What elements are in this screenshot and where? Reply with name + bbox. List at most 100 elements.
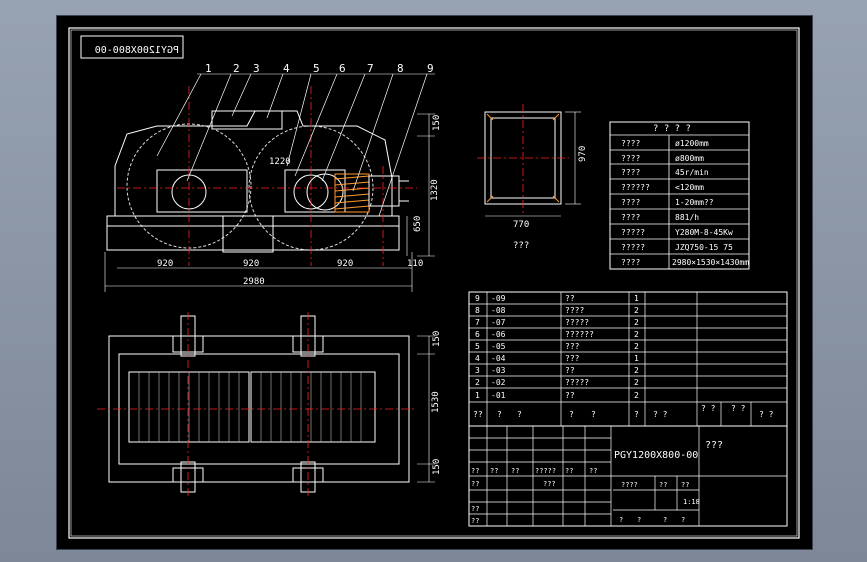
svg-text:??: ?? <box>471 517 479 525</box>
svg-text:9: 9 <box>475 294 480 303</box>
dim-920-b: 920 <box>243 259 259 269</box>
dim-1320: 1320 <box>430 179 440 201</box>
svg-text:? ?: ? ? <box>701 404 716 413</box>
balloon-1: 1 <box>205 62 212 75</box>
svg-text:2: 2 <box>634 391 639 400</box>
svg-text:????: ???? <box>565 306 584 315</box>
svg-text:?: ? <box>634 410 639 419</box>
drawing-canvas: PGY1200X800-00 <box>68 27 800 539</box>
svg-text:1: 1 <box>634 294 639 303</box>
svg-text:??: ?? <box>589 467 597 475</box>
svg-text:2: 2 <box>634 318 639 327</box>
svg-text:????: ???? <box>621 139 640 148</box>
svg-text:-07: -07 <box>491 318 506 327</box>
svg-text:??: ?? <box>565 467 573 475</box>
top-dimensions: 150 1530 150 <box>431 331 442 475</box>
svg-text:????: ???? <box>621 481 638 489</box>
svg-text:??: ?? <box>659 481 667 489</box>
svg-text:??: ?? <box>471 467 479 475</box>
svg-text:-03: -03 <box>491 366 506 375</box>
svg-text:?: ? <box>637 516 641 524</box>
svg-text:?: ? <box>681 516 685 524</box>
balloon-3: 3 <box>253 62 260 75</box>
balloon-7: 7 <box>367 62 374 75</box>
svg-text:4: 4 <box>475 354 480 363</box>
svg-text:?: ? <box>517 410 522 419</box>
svg-text:????: ???? <box>621 258 640 267</box>
drawing-code-box: PGY1200X800-00 <box>80 35 184 59</box>
parts-list: 9 -09 ?? 1 8 -08 ???? 2 7 -07 ????? 2 6 … <box>468 291 788 427</box>
svg-text:2: 2 <box>475 378 480 387</box>
svg-text:881/h: 881/h <box>675 213 699 222</box>
svg-text:2: 2 <box>634 366 639 375</box>
spec-table: ? ? ? ? ???? ø1200mm ???? ø800mm ???? 45… <box>609 121 750 270</box>
balloon-9: 9 <box>427 62 434 75</box>
svg-text:? ?: ? ? <box>731 404 746 413</box>
svg-text:?: ? <box>619 516 623 524</box>
svg-text:JZQ750-15 75: JZQ750-15 75 <box>675 243 733 252</box>
svg-text:??: ?? <box>471 505 479 513</box>
svg-text:?????: ????? <box>565 378 589 387</box>
side-dimensions: 770 970 ??? <box>513 146 588 251</box>
svg-text:?: ? <box>663 516 667 524</box>
side-caption: ??? <box>513 241 529 251</box>
svg-text:2: 2 <box>634 330 639 339</box>
top-view <box>97 312 435 498</box>
svg-text:<120mm: <120mm <box>675 183 704 192</box>
svg-text:?????: ????? <box>535 467 556 475</box>
svg-text:??: ?? <box>681 481 689 489</box>
svg-text:1:18: 1:18 <box>683 498 700 506</box>
svg-text:1: 1 <box>475 391 480 400</box>
svg-text:45r/min: 45r/min <box>675 168 709 177</box>
svg-text:??: ?? <box>565 366 575 375</box>
dim-920-c: 920 <box>337 259 353 269</box>
balloon-4: 4 <box>283 62 290 75</box>
svg-text:???: ??? <box>543 480 556 488</box>
dim-top-150-b: 150 <box>432 459 442 475</box>
svg-text:ø1200mm: ø1200mm <box>675 139 709 148</box>
svg-text:2: 2 <box>634 378 639 387</box>
side-view <box>477 104 581 217</box>
svg-text:1-20mm??: 1-20mm?? <box>675 198 714 207</box>
svg-text:????: ???? <box>621 198 640 207</box>
svg-text:??: ?? <box>511 467 519 475</box>
cad-viewport[interactable]: PGY1200X800-00 <box>56 15 813 550</box>
drawing-code-text: PGY1200X800-00 <box>95 45 179 56</box>
outer-frame <box>68 27 800 539</box>
spec-title: ? ? ? ? <box>653 124 691 134</box>
dim-970: 970 <box>578 146 588 162</box>
svg-text:7: 7 <box>475 318 480 327</box>
dim-top-150-a: 150 <box>432 331 442 347</box>
svg-text:?: ? <box>569 410 574 419</box>
svg-text:?: ? <box>591 410 596 419</box>
balloon-2: 2 <box>233 62 240 75</box>
title-block-name: ??? <box>705 440 723 451</box>
front-dimensions: 1220 150 1320 650 920 920 920 110 2980 <box>157 115 442 287</box>
svg-text:??: ?? <box>471 480 479 488</box>
svg-text:??????: ?????? <box>565 330 594 339</box>
front-view <box>104 73 435 292</box>
svg-text:?????: ????? <box>621 228 645 237</box>
svg-text:??????: ?????? <box>621 183 650 192</box>
dim-110: 110 <box>407 259 423 269</box>
svg-text:-06: -06 <box>491 330 506 339</box>
svg-text:????: ???? <box>621 154 640 163</box>
svg-text:-05: -05 <box>491 342 506 351</box>
svg-text:3: 3 <box>475 366 480 375</box>
title-block: PGY1200X800-00 ??? ?? ?? ?? ????? ?? ?? … <box>468 425 788 527</box>
svg-text:8: 8 <box>475 306 480 315</box>
dim-1220: 1220 <box>269 157 291 167</box>
balloon-5: 5 <box>313 62 320 75</box>
svg-text:1: 1 <box>634 354 639 363</box>
svg-text:????: ???? <box>621 168 640 177</box>
svg-text:5: 5 <box>475 342 480 351</box>
svg-text:??: ?? <box>565 294 575 303</box>
dim-1530: 1530 <box>431 391 441 413</box>
svg-text:Y280M-8-45Kw: Y280M-8-45Kw <box>675 228 733 237</box>
svg-text:-02: -02 <box>491 378 506 387</box>
svg-text:? ?: ? ? <box>759 410 774 419</box>
svg-text:2: 2 <box>634 306 639 315</box>
front-balloons: 1 2 3 4 5 6 7 8 9 <box>205 62 434 75</box>
svg-text:?????: ????? <box>621 243 645 252</box>
balloon-8: 8 <box>397 62 404 75</box>
